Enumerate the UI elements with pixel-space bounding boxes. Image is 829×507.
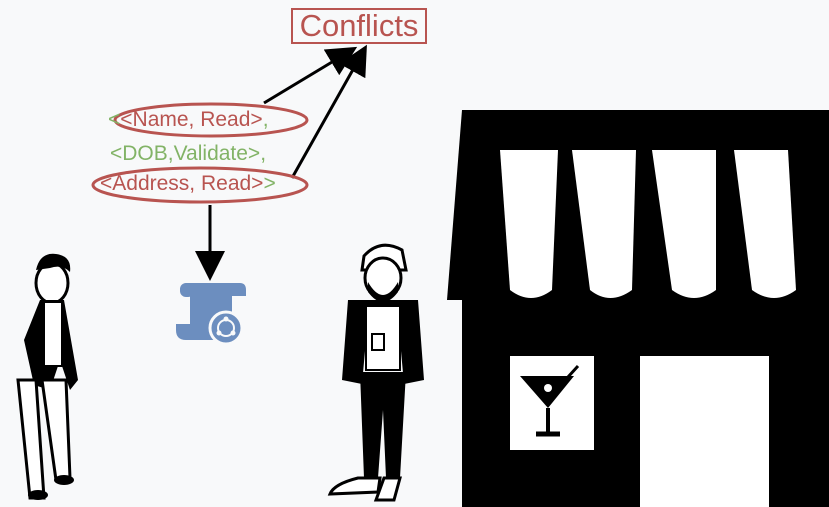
separator: , — [262, 108, 269, 131]
person-icon — [16, 253, 78, 500]
tuple-name-read: <Name, Read> — [120, 108, 263, 131]
tuple-line-dob: <DOB,Validate>, — [110, 142, 266, 166]
arrow-name-to-conflicts — [263, 46, 358, 105]
tuple-address-read: <Address, Read> — [100, 172, 264, 195]
conflict-ellipse-address — [91, 166, 309, 204]
storefront-icon — [447, 110, 829, 507]
open-bracket: < — [108, 108, 121, 131]
conflicts-label: Conflicts — [291, 8, 427, 44]
close-bracket: > — [263, 172, 276, 195]
document-share-icon — [176, 283, 246, 346]
conflict-ellipse-name — [113, 102, 309, 138]
cocktail-glass-icon — [520, 364, 580, 437]
tuple-dob-validate: <DOB,Validate>, — [110, 142, 267, 165]
person-bearded-icon — [327, 243, 424, 502]
tuple-line-address: <Address, Read>> — [100, 172, 276, 196]
arrow-address-to-conflicts — [290, 44, 367, 179]
tuple-line-name: <<Name, Read>, — [108, 108, 269, 132]
